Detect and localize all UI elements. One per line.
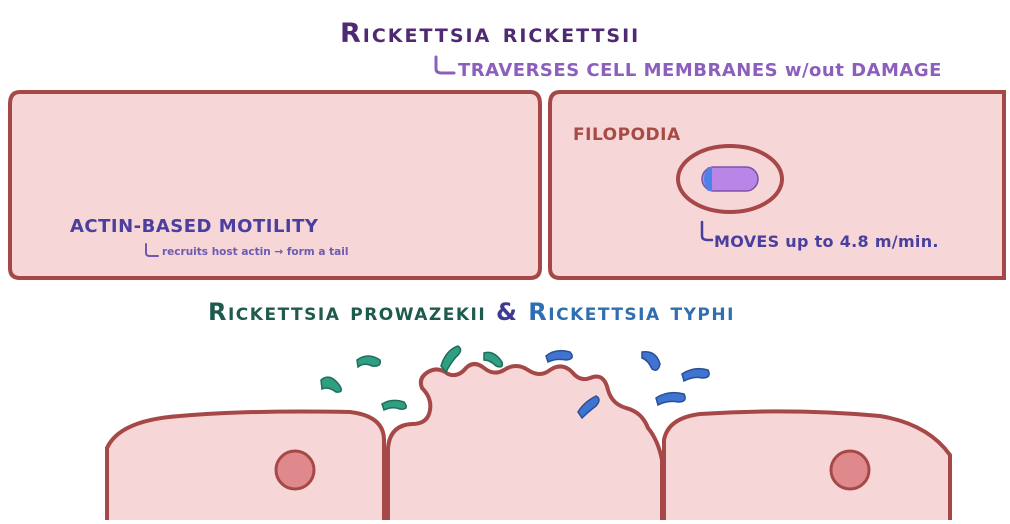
prowazekii-bacterium-2 [357,356,380,367]
typhi-bacterium-3 [642,352,660,370]
title-ampersand: & [486,298,528,326]
nucleus-left [276,451,314,489]
subtitle-connector [436,57,454,73]
prowazekii-bacterium-5 [484,352,502,367]
prowazekii-bacterium-3 [382,400,406,410]
subtitle-traverses-membranes: TRAVERSES CELL MEMBRANES w/out DAMAGE [458,60,942,81]
label-actin-based-motility: ACTIN-BASED MOTILITY [70,216,318,237]
title-rickettsia-rickettsii: Rickettsia rickettsii [340,18,640,49]
label-filopodia: FILOPODIA [573,125,681,145]
nucleus-right [831,451,869,489]
host-cell-bottom-right [664,411,950,520]
typhi-bacterium-1 [546,351,572,362]
label-recruits-host-actin: recruits host actin → form a tail [162,246,348,258]
host-cell-bottom-left [107,412,384,521]
typhi-bacterium-4 [682,369,709,381]
title-prowazekii-and-typhi: Rickettsia prowazekii & Rickettsia typhi [208,298,735,326]
label-moves-speed: MOVES up to 4.8 m/min. [714,232,939,251]
typhi-bacterium-5 [656,393,685,405]
title-prowazekii: Rickettsia prowazekii [208,298,486,326]
prowazekii-bacterium-4 [441,346,461,372]
title-typhi: Rickettsia typhi [528,298,735,326]
prowazekii-bacterium-1 [321,377,341,392]
